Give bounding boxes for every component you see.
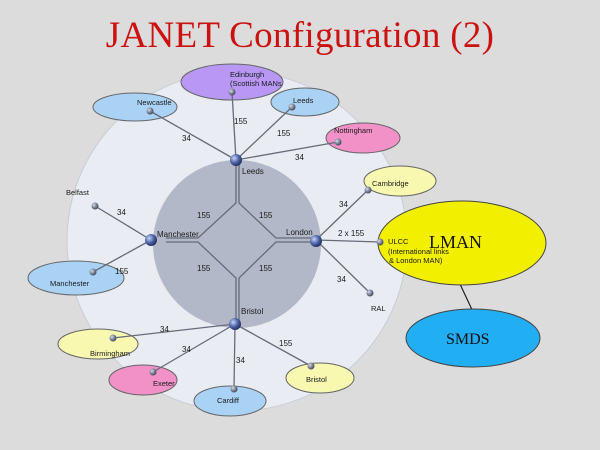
ulcc-label: ULCC: [388, 237, 409, 246]
belfast-node: [91, 202, 99, 210]
manchester-core-label: Manchester: [157, 230, 199, 239]
bristol-core-label: Bristol: [241, 307, 263, 316]
cardiff-node: [230, 385, 238, 393]
manchester-man-label: Manchester: [50, 279, 90, 288]
speed-ulcc-london: 2 x 155: [338, 229, 365, 238]
bristol-man-label: Bristol: [306, 375, 327, 384]
manchester-man-node: [89, 268, 97, 276]
speed-manchester-man: 155: [115, 267, 129, 276]
bristol-man-node: [307, 362, 315, 370]
manchester-man-ellipse: [27, 260, 125, 296]
cambridge-ellipse: [363, 165, 437, 197]
speed-cardiff-bristol: 34: [236, 356, 245, 365]
speed-newcastle-leeds: 34: [182, 134, 191, 143]
diagram-title: JANET Configuration (2): [105, 15, 495, 56]
speed-manchester-bristol: 155: [197, 264, 211, 273]
cardiff-label: Cardiff: [217, 396, 240, 405]
edinburgh-node: [228, 88, 236, 96]
ulcc-sublabel-2: & London MAN): [389, 256, 443, 265]
speed-bristol-man: 155: [279, 339, 293, 348]
edinburgh-sublabel: (Scottish MANs: [230, 79, 282, 88]
ral-node: [366, 289, 374, 297]
ulcc-node: [376, 238, 384, 246]
leeds-core-label: Leeds: [242, 167, 264, 176]
inner-disc: [153, 160, 321, 328]
leeds-man-ellipse: [270, 87, 340, 117]
lman-label: LMAN: [429, 232, 482, 252]
speed-cambridge-london: 34: [339, 200, 348, 209]
speed-birmingham-bristol: 34: [160, 325, 169, 334]
smds-label: SMDS: [446, 331, 490, 348]
london-core-label: London: [286, 228, 313, 237]
manchester-core-node: [145, 234, 157, 246]
smds-ellipse: [405, 308, 541, 368]
speed-manchester-leeds: 155: [197, 211, 211, 220]
bristol-core-node: [229, 318, 241, 330]
speed-belfast-manchester: 34: [117, 208, 126, 217]
cambridge-label: Cambridge: [372, 179, 409, 188]
cardiff-ellipse: [193, 385, 267, 417]
leeds-man-node: [288, 103, 296, 111]
newcastle-label: Newcastle: [137, 98, 172, 107]
cambridge-node: [364, 186, 372, 194]
nottingham-node: [334, 138, 342, 146]
exeter-node: [149, 368, 157, 376]
core-nodes: [145, 154, 322, 330]
nottingham-label: Nottingham: [334, 126, 372, 135]
speed-leeds-london: 155: [259, 211, 273, 220]
exeter-ellipse: [108, 364, 178, 396]
site-nodes: [89, 88, 384, 393]
speed-leeds-leeds: 155: [277, 129, 291, 138]
bristol-man-ellipse: [285, 362, 355, 394]
nottingham-ellipse: [325, 122, 401, 154]
belfast-label: Belfast: [66, 188, 90, 197]
spoke-links: [92, 91, 381, 390]
speed-nottingham-leeds: 34: [295, 153, 304, 162]
leeds-core-node: [230, 154, 242, 166]
core-links: [166, 161, 316, 322]
speed-ral-london: 34: [337, 275, 346, 284]
ulcc-sublabel-1: (International links: [388, 247, 449, 256]
birmingham-ellipse: [57, 328, 139, 360]
newcastle-node: [146, 107, 154, 115]
speed-london-bristol: 155: [259, 264, 273, 273]
exeter-label: Exeter: [153, 379, 175, 388]
birmingham-label: Birmingham: [90, 349, 130, 358]
speed-exeter-bristol: 34: [182, 345, 191, 354]
edinburgh-label: Edinburgh: [230, 70, 264, 79]
london-core-node: [310, 235, 322, 247]
birmingham-node: [109, 334, 117, 342]
leeds-man-label: Leeds: [293, 96, 314, 105]
speed-edinburgh-leeds: 155: [234, 117, 248, 126]
ral-label: RAL: [371, 304, 386, 313]
